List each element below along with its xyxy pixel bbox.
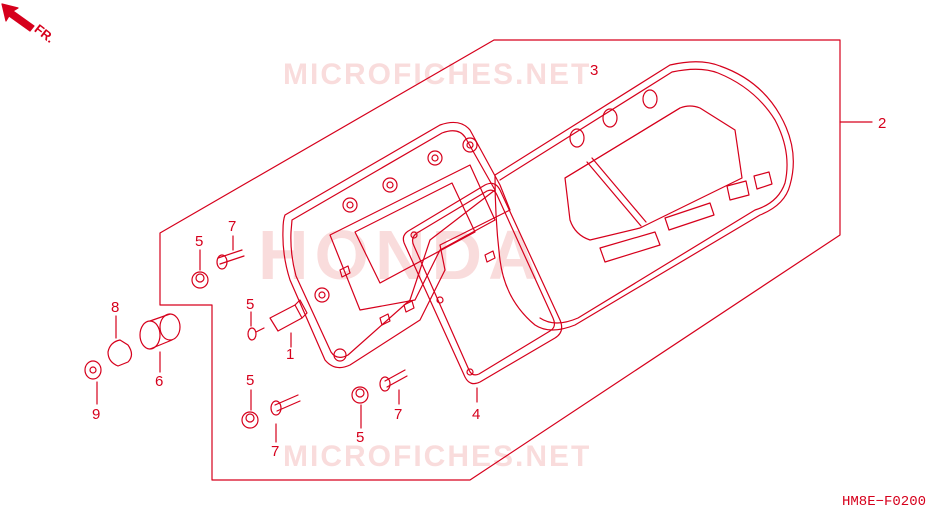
callout-1: 1	[286, 346, 295, 363]
callout-4: 4	[472, 406, 481, 423]
callout-7-upper: 7	[228, 218, 237, 235]
callout-3: 3	[590, 62, 599, 79]
grommet-part-a	[191, 249, 209, 289]
washer-part	[84, 360, 102, 405]
callout-2: 2	[878, 115, 887, 132]
watermark-top: MICROFICHES.NET	[283, 58, 592, 91]
gasket-part	[402, 182, 563, 403]
bulb-socket-part	[139, 313, 181, 373]
watermark-bottom: MICROFICHES.NET	[283, 440, 592, 473]
screw-part-small	[247, 311, 265, 341]
grommet-part-c	[351, 386, 369, 429]
callout-5-lower-left: 5	[246, 372, 255, 389]
meter-case-part	[494, 61, 794, 331]
callout-5-small: 5	[246, 296, 255, 313]
watermark-center: HONDA	[258, 216, 545, 294]
callout-5-upper: 5	[195, 233, 204, 250]
screw-part-upper	[216, 235, 245, 270]
screw-part-lower-left	[270, 394, 301, 443]
meter-body-part	[282, 121, 511, 369]
callout-5-lower-right: 5	[356, 429, 365, 446]
diagram-code: HM8E−F0200	[841, 494, 926, 510]
grommet-part-b	[241, 389, 259, 429]
callout-7-lower-right: 7	[394, 406, 403, 423]
bulb-part	[107, 315, 133, 367]
clip-part	[269, 299, 308, 348]
assembly-outline	[159, 39, 841, 481]
callout-8: 8	[111, 299, 120, 316]
screw-part-lower-right	[379, 369, 408, 405]
front-arrow-icon	[1, 3, 35, 32]
callout-7-lower-left: 7	[271, 443, 280, 460]
callout-6: 6	[155, 373, 164, 390]
callout-9: 9	[92, 406, 101, 423]
